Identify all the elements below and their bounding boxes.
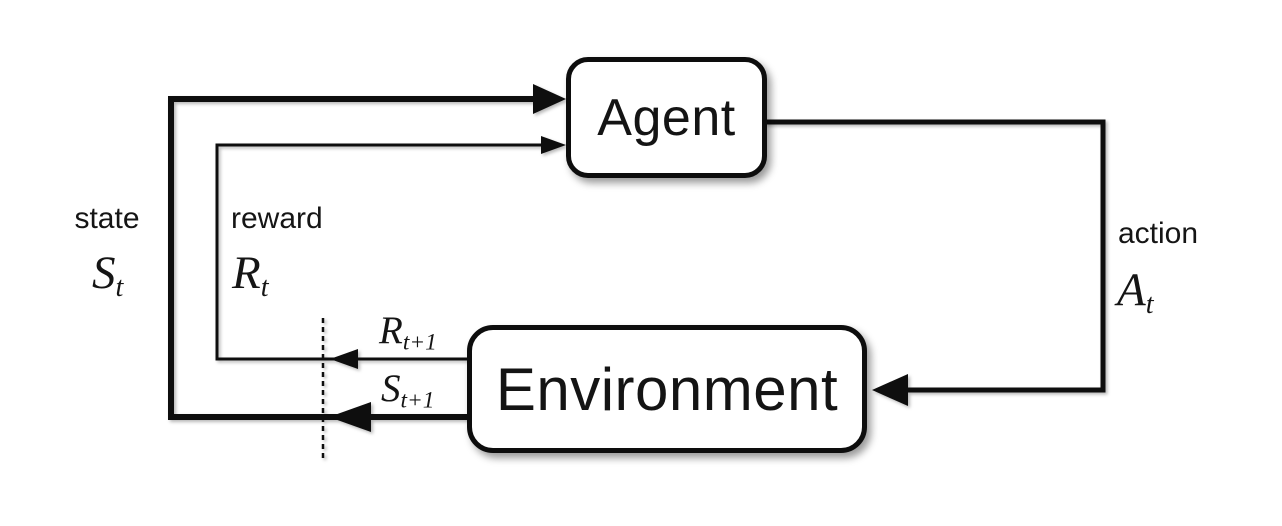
environment-node: Environment (467, 325, 867, 453)
action-symbol-base: A (1117, 264, 1146, 316)
action-symbol-subscript: t (1145, 288, 1154, 320)
reward-symbol-base: R (232, 247, 261, 299)
action-label: action (1118, 217, 1199, 250)
state-symbol-subscript: t (115, 271, 124, 303)
next-state-symbol-base: S (381, 367, 401, 410)
next-state-arrowhead-icon (329, 402, 371, 432)
action-symbol: At (1117, 264, 1154, 319)
next-reward-arrowhead-icon (330, 349, 358, 369)
state-label: state (74, 202, 140, 235)
next-state-symbol: St+1 (381, 367, 434, 412)
environment-node-label: Environment (495, 355, 839, 423)
next-reward-symbol-subscript: t+1 (402, 329, 437, 356)
reward-label: reward (231, 202, 323, 235)
state-arrowhead-icon (533, 84, 566, 114)
agent-node-label: Agent (597, 88, 736, 147)
next-state-symbol-subscript: t+1 (400, 387, 435, 414)
action-arrowhead-icon (872, 374, 908, 406)
next-reward-symbol: Rt+1 (379, 309, 437, 354)
reward-arrowhead-icon (541, 136, 566, 154)
action-edge (765, 119, 1106, 393)
next-reward-symbol-base: R (379, 309, 403, 352)
reward-symbol-subscript: t (260, 271, 269, 303)
state-edge (168, 96, 538, 420)
agent-node: Agent (566, 57, 767, 178)
state-symbol: St (92, 247, 123, 302)
reward-symbol: Rt (232, 247, 269, 302)
state-symbol-base: S (92, 247, 116, 299)
